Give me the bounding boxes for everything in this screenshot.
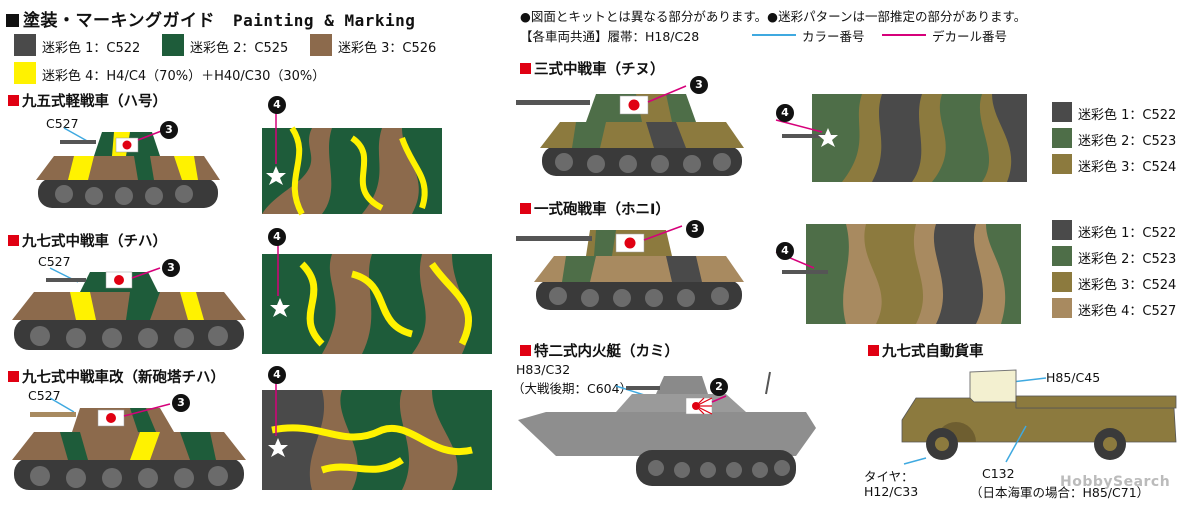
disclaimer-note: ●図面とキットとは異なる部分があります。●迷彩パターンは一部推定の部分があります… [520, 9, 1027, 24]
ka-mi-title: 特二式内火艇（カミ） [520, 340, 679, 361]
common-track-note: 【各車両共通】履帯：H18/C28 [520, 29, 700, 44]
ha-go-barrel-color: C527 [46, 116, 79, 131]
swatch-c522-label: 迷彩色 1：C522 [42, 41, 141, 56]
watermark: HobbySearch [1060, 474, 1171, 490]
ho-ni-swatch-c523 [1052, 246, 1072, 266]
ho-ni-decal-badge: 3 [686, 220, 704, 238]
red-square-icon [520, 203, 531, 214]
chi-nu-side-view [516, 85, 744, 176]
ka-mi-color-2: （大戦後期：C604） [512, 381, 633, 396]
chi-ha-title: 九七式中戦車（チハ） [8, 230, 167, 251]
truck-tire-color: H12/C33 [864, 484, 919, 499]
shinhoto-side-view [12, 397, 246, 490]
chi-ha-decal-badge: 3 [162, 259, 180, 277]
chi-nu-swatch-c523 [1052, 128, 1072, 148]
swatch-yellow-label: 迷彩色 4：H4/C4（70%）＋H40/C30（30%） [42, 69, 326, 84]
red-square-icon [8, 235, 19, 246]
swatch-c525 [162, 34, 184, 56]
truck-tire-label: タイヤ： [864, 469, 914, 484]
ha-go-top-decal-badge: 4 [268, 96, 286, 114]
decal-number-legend-label: デカール番号 [932, 29, 1008, 44]
page-title: 塗装・マーキングガイド Painting & Marking [6, 6, 415, 31]
truck-body-color: C132 [982, 466, 1015, 481]
shinhoto-title: 九七式中戦車改（新砲塔チハ） [8, 366, 225, 387]
ho-ni-top-decal-badge: 4 [776, 242, 794, 260]
ho-ni-side-view [516, 225, 744, 310]
ho-ni-title: 一式砲戦車（ホニI） [520, 198, 670, 219]
chi-nu-swatch-c524 [1052, 154, 1072, 174]
shinhoto-decal-badge: 3 [172, 394, 190, 412]
truck-side-view [901, 369, 1177, 465]
chi-nu-swatch-c524-label: 迷彩色 3：C524 [1078, 160, 1177, 175]
ho-ni-swatch-c527-label: 迷彩色 4：C527 [1078, 304, 1177, 319]
swatch-c525-label: 迷彩色 2：C525 [190, 41, 289, 56]
ha-go-top-view [262, 108, 442, 216]
ka-mi-side-view [518, 371, 816, 486]
ho-ni-swatch-c524 [1052, 272, 1072, 292]
shinhoto-top-view [262, 382, 492, 490]
shinhoto-top-decal-badge: 4 [268, 366, 286, 384]
color-number-legend-line [752, 34, 796, 36]
truck-body-note: （日本海軍の場合：H85/C71） [970, 485, 1150, 500]
ho-ni-swatch-c522 [1052, 220, 1072, 240]
color-number-legend-label: カラー番号 [802, 29, 865, 44]
ha-go-side-view [36, 127, 220, 208]
truck-cab-color: H85/C45 [1046, 370, 1101, 385]
truck-title: 九七式自動貨車 [868, 340, 984, 361]
swatch-c522 [14, 34, 36, 56]
decal-number-legend-line [882, 34, 926, 36]
swatch-yellow [14, 62, 36, 84]
ho-ni-swatch-c522-label: 迷彩色 1：C522 [1078, 226, 1177, 241]
ho-ni-swatch-c527 [1052, 298, 1072, 318]
chi-nu-swatch-c522-label: 迷彩色 1：C522 [1078, 108, 1177, 123]
chi-ha-side-view [12, 267, 246, 350]
red-square-icon [8, 95, 19, 106]
swatch-c526-label: 迷彩色 3：C526 [338, 41, 437, 56]
red-square-icon [868, 345, 879, 356]
ha-go-decal-badge: 3 [160, 121, 178, 139]
chi-ha-top-decal-badge: 4 [268, 228, 286, 246]
chi-nu-top-decal-badge: 4 [776, 104, 794, 122]
title-jp: 塗装・マーキングガイド [23, 11, 215, 31]
chi-ha-barrel-color: C527 [38, 254, 71, 269]
chi-nu-decal-badge: 3 [690, 76, 708, 94]
ho-ni-swatch-c524-label: 迷彩色 3：C524 [1078, 278, 1177, 293]
ka-mi-decal-badge: 2 [710, 378, 728, 396]
swatch-c526 [310, 34, 332, 56]
chi-nu-swatch-c523-label: 迷彩色 2：C523 [1078, 134, 1177, 149]
chi-nu-swatch-c522 [1052, 102, 1072, 122]
ka-mi-color-1: H83/C32 [516, 362, 571, 377]
title-en: Painting & Marking [233, 11, 416, 30]
chi-nu-top-view [775, 94, 1027, 182]
chi-ha-top-view [262, 240, 492, 354]
red-square-icon [520, 345, 531, 356]
ho-ni-top-view [775, 224, 1021, 324]
ho-ni-swatch-c523-label: 迷彩色 2：C523 [1078, 252, 1177, 267]
red-square-icon [520, 63, 531, 74]
ha-go-title: 九五式軽戦車（ハ号） [8, 90, 167, 111]
title-square-icon [6, 14, 19, 27]
chi-nu-title: 三式中戦車（チヌ） [520, 58, 665, 79]
red-square-icon [8, 371, 19, 382]
